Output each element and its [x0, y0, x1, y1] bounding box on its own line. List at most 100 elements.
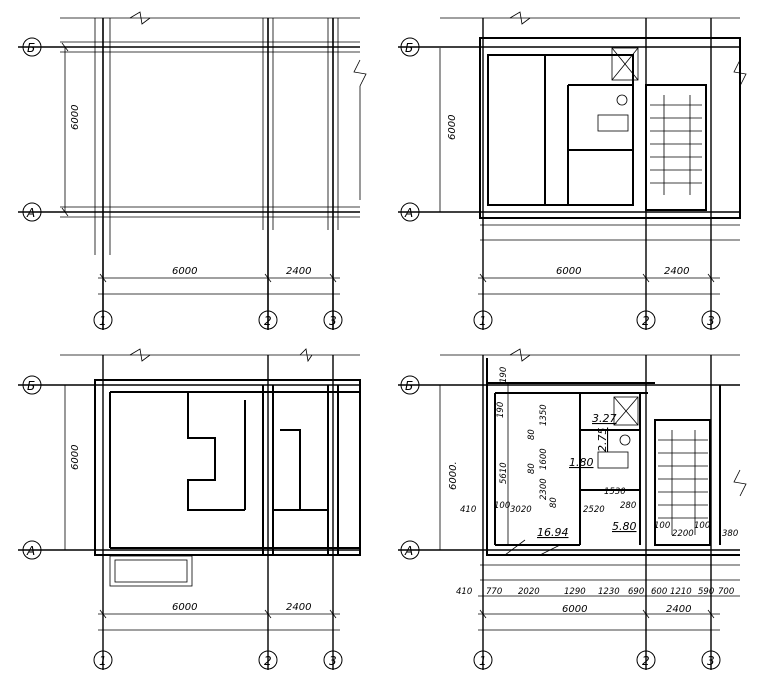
axis-label: 2: [642, 314, 650, 328]
axis-bubble-b: Б: [400, 375, 420, 395]
axis-label: 1: [99, 314, 107, 328]
room-area-label: 2.75: [596, 428, 609, 453]
dimension-label: 700: [718, 587, 734, 597]
dimension-label: 690: [628, 587, 644, 597]
dimension-label: 2300: [539, 478, 549, 500]
grid-lines: [18, 18, 360, 330]
axis-label: 3: [329, 314, 337, 328]
room-area-label: 5.80: [612, 520, 637, 533]
axis-label: 3: [329, 654, 337, 668]
axis-label: А: [26, 206, 35, 220]
dimension-label: 100: [494, 501, 510, 511]
dimension-label: 100: [654, 521, 670, 531]
axis-label: Б: [405, 41, 413, 55]
dimension-label: 80: [549, 497, 559, 508]
dimension-label: 1230: [598, 587, 620, 597]
axis-bubble-b: Б: [22, 375, 42, 395]
dimension-label: 190: [499, 367, 509, 383]
panel-structural-grid: 6000 6000 2400 Б А 1 2 3: [18, 11, 367, 330]
dimension-label: 280: [620, 501, 636, 511]
grid-thin-lines: [60, 11, 367, 255]
dimension-label: 5610: [499, 462, 509, 484]
dimension-label: 2520: [583, 505, 605, 515]
walls: [486, 358, 740, 556]
dimension-label: 1350: [539, 404, 549, 426]
dimension-label: 2200: [672, 529, 694, 539]
axis-bubble-a: А: [22, 540, 42, 560]
height-dim-label: 6000: [70, 445, 81, 470]
axis-bubble-2: 2: [258, 650, 278, 670]
height-dim-label: 6000.: [448, 461, 459, 490]
dimension-label: 1600: [539, 448, 549, 470]
dimension-label: 770: [486, 587, 502, 597]
axis-label: 2: [642, 654, 650, 668]
height-dim-label: 6000: [447, 115, 458, 140]
dimension-label: 600: [651, 587, 667, 597]
axis-label: 1: [99, 654, 107, 668]
axis-bubble-2: 2: [636, 650, 656, 670]
axis-label: Б: [27, 41, 35, 55]
axis-bubble-1: 1: [473, 650, 493, 670]
axis-label: 3: [707, 314, 715, 328]
axis-label: 1: [479, 654, 487, 668]
axis-bubble-2: 2: [636, 310, 656, 330]
dimension-label: 190: [496, 402, 506, 418]
axis-label: А: [404, 544, 413, 558]
dimension-label: 3020: [510, 505, 532, 515]
axis-label: А: [26, 544, 35, 558]
axis-label: Б: [27, 379, 35, 393]
axis-label: А: [404, 206, 413, 220]
panel-dimensioned-plan: 6000. 6000 2400 3.27 2.75 1.80 16.94 5.8…: [398, 348, 747, 670]
axis-label: 3: [707, 654, 715, 668]
axis-bubble-3: 3: [701, 650, 721, 670]
span-dim-label: 2400: [286, 266, 311, 277]
dimension-lines: [98, 609, 340, 631]
dimension-label: 410: [460, 505, 476, 515]
dimension-label: 380: [722, 529, 738, 539]
axis-bubble-a: А: [400, 202, 420, 222]
axis-label: 2: [264, 314, 272, 328]
dimension-label: 80: [527, 429, 537, 440]
panel-plan-layout: 6000 6000 2400 Б А 1 2 3: [398, 11, 747, 330]
dimension-label: 1210: [670, 587, 692, 597]
panel-partition-plan: 6000 6000 2400 Б А 1 2 3: [18, 348, 361, 670]
axis-label: Б: [405, 379, 413, 393]
room-area-label: 1.80: [569, 456, 594, 469]
dimension-label: 100: [694, 521, 710, 531]
axis-bubble-2: 2: [258, 310, 278, 330]
dimension-lines: [58, 42, 340, 295]
span-dim-label: 6000: [562, 604, 587, 615]
room-area-label: 3.27: [592, 412, 617, 425]
axis-bubble-b: Б: [22, 37, 42, 57]
plan-details: [60, 348, 360, 587]
dimension-label: 2020: [518, 587, 540, 597]
span-dim-label: 6000: [556, 266, 581, 277]
dimension-lines: [478, 273, 720, 295]
plan-details: [439, 348, 747, 581]
axis-bubble-1: 1: [93, 310, 113, 330]
span-dim-label: 2400: [664, 266, 689, 277]
axis-bubble-3: 3: [701, 310, 721, 330]
dimension-label: 1290: [564, 587, 586, 597]
span-dim-label: 6000: [172, 266, 197, 277]
span-dim-label: 6000: [172, 602, 197, 613]
walls: [94, 379, 361, 556]
grid-lines: [18, 355, 360, 670]
dimension-label: 80: [527, 463, 537, 474]
room-area-label: 16.94: [537, 526, 569, 539]
axis-bubble-1: 1: [93, 650, 113, 670]
plan-details: [439, 11, 747, 241]
dimension-label: 410: [456, 587, 472, 597]
axis-bubble-a: А: [22, 202, 42, 222]
axis-bubble-3: 3: [323, 650, 343, 670]
axis-label: 1: [479, 314, 487, 328]
grid-lines: [398, 355, 740, 670]
height-dim-label: 6000: [70, 105, 81, 130]
dimension-label: 590: [698, 587, 714, 597]
axis-bubble-3: 3: [323, 310, 343, 330]
axis-bubble-b: Б: [400, 37, 420, 57]
axis-bubble-a: А: [400, 540, 420, 560]
span-dim-label: 2400: [666, 604, 691, 615]
span-dim-label: 2400: [286, 602, 311, 613]
dimension-label: 1530: [604, 487, 626, 497]
